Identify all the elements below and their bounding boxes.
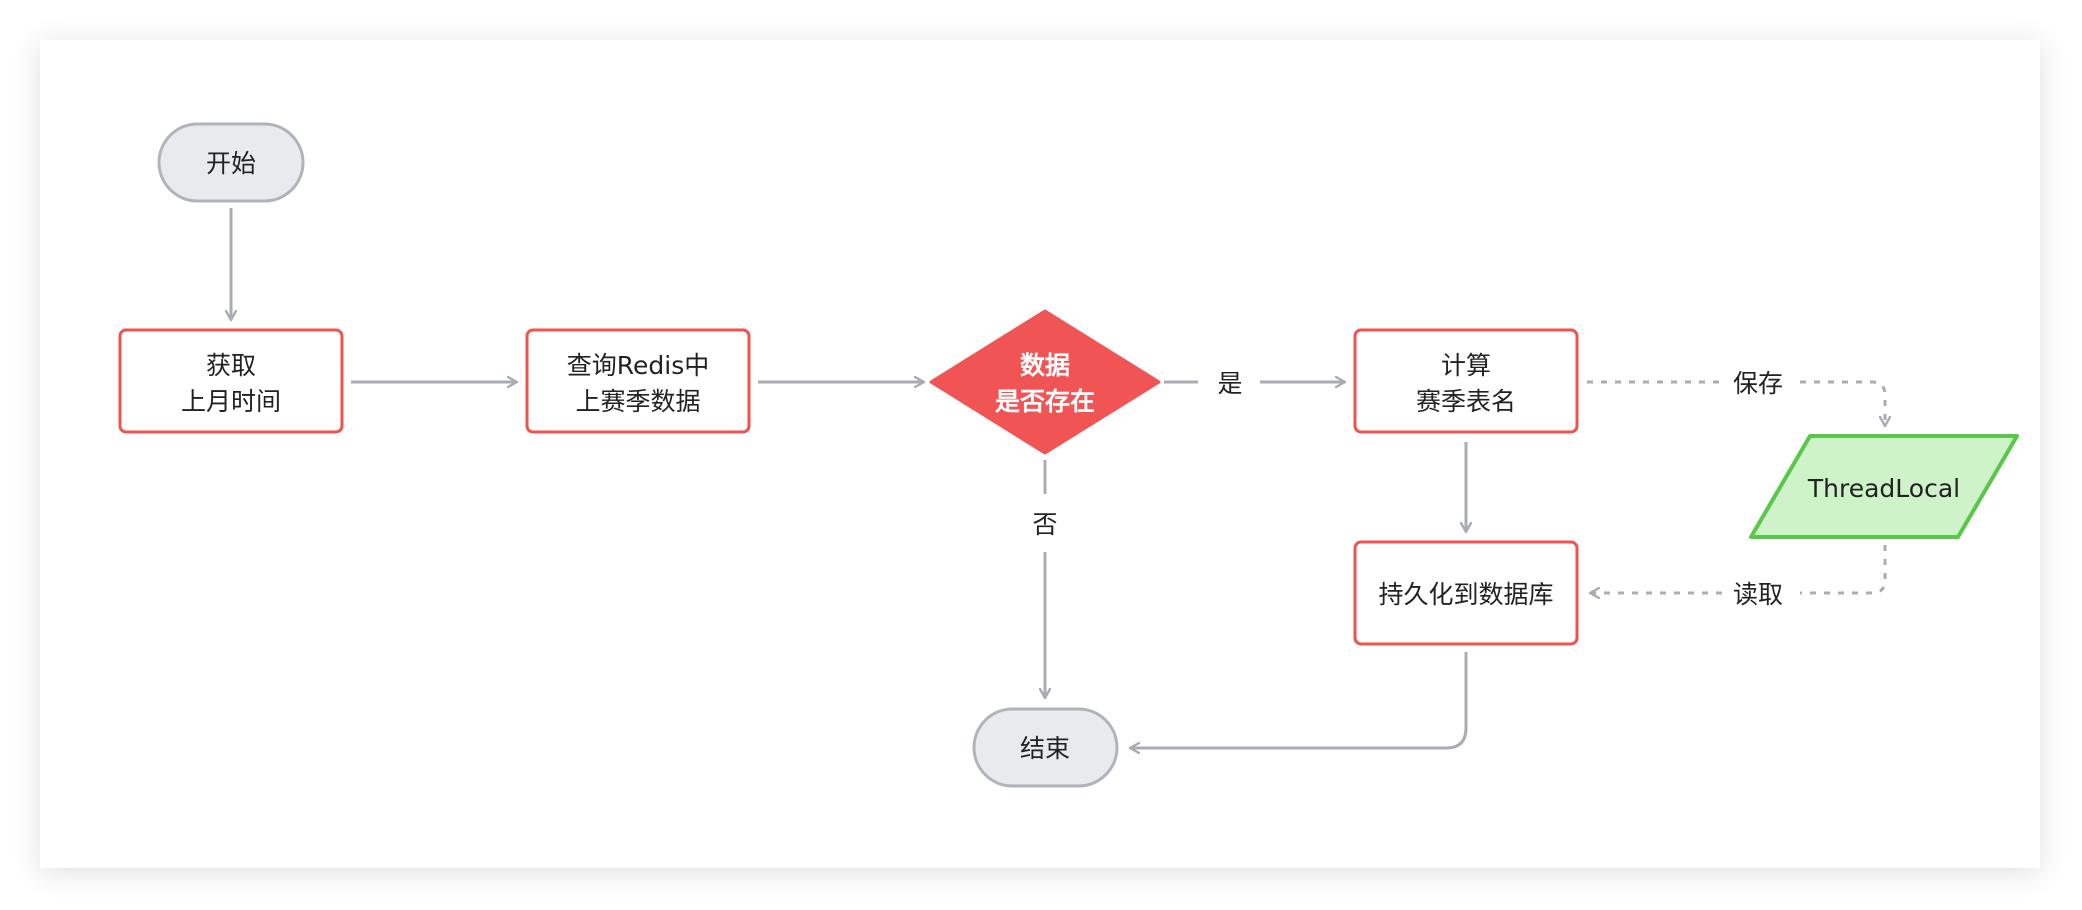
edge-label-save: 保存 <box>1733 369 1783 398</box>
edge-save-to-threadlocal <box>1800 380 1885 426</box>
node-calc-table-name[interactable]: 计算 赛季表名 <box>1353 328 1579 434</box>
edge-label-read: 读取 <box>1733 580 1783 609</box>
node-query-redis-line1: 查询Redis中 <box>567 351 709 380</box>
node-threadlocal[interactable]: ThreadLocal <box>1749 434 2019 539</box>
node-query-redis-line2: 上赛季数据 <box>575 387 700 416</box>
node-get-last-month-line2: 上月时间 <box>181 387 281 416</box>
node-get-last-month-line1: 获取 <box>206 351 256 380</box>
node-end-label: 结束 <box>1020 734 1070 763</box>
node-data-exists-line2: 是否存在 <box>995 387 1095 416</box>
node-calc-table-name-line2: 赛季表名 <box>1416 387 1516 416</box>
node-start[interactable]: 开始 <box>157 122 305 203</box>
node-query-redis[interactable]: 查询Redis中 上赛季数据 <box>525 328 751 434</box>
node-data-exists-decision[interactable]: 数据 是否存在 <box>929 309 1161 455</box>
edge-label-yes: 是 <box>1217 369 1242 398</box>
node-persist-db-label: 持久化到数据库 <box>1378 580 1553 609</box>
node-start-label: 开始 <box>206 149 256 178</box>
edges <box>231 208 1885 748</box>
node-calc-table-name-line1: 计算 <box>1441 351 1491 380</box>
node-persist-db[interactable]: 持久化到数据库 <box>1353 540 1579 646</box>
edge-threadlocal-to-read-label <box>1800 545 1887 595</box>
node-end[interactable]: 结束 <box>972 707 1119 788</box>
edge-persist-to-end <box>1130 652 1468 748</box>
node-get-last-month[interactable]: 获取 上月时间 <box>118 328 344 434</box>
edge-label-no: 否 <box>1032 510 1057 539</box>
node-data-exists-line1: 数据 <box>1020 351 1070 380</box>
node-threadlocal-label: ThreadLocal <box>1807 474 1960 503</box>
